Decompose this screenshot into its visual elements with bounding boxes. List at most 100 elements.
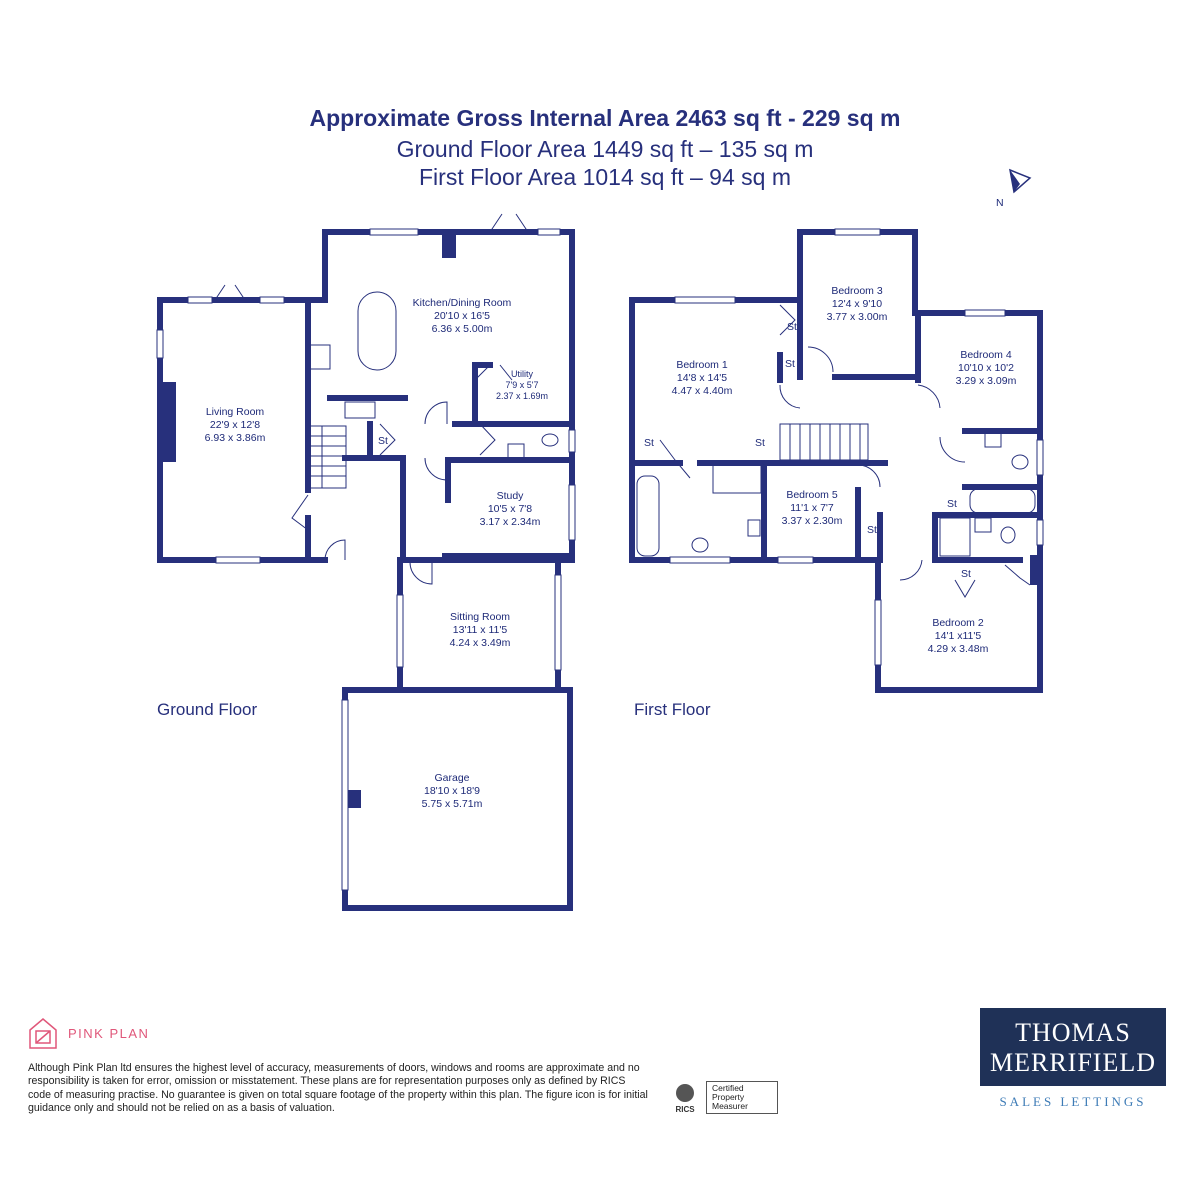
living-imperial: 22'9 x 12'8 [210,419,260,431]
rics-logo-icon: RICS [675,1084,695,1114]
agent-name-line1: THOMAS [1015,1018,1131,1047]
window-garage-left [341,699,349,891]
ensuite-basin [747,519,761,537]
living-metric: 6.93 x 3.86m [205,432,266,444]
utility-imperial: 7'9 x 5'7 [506,380,539,390]
ground-floor-area: Ground Floor Area 1449 sq ft – 135 sq m [396,136,814,162]
storage-ground-label: St [378,435,388,447]
storage-bed1b-label: St [755,437,765,449]
ground-floor-label: Ground Floor [157,700,258,719]
bed2-imperial: 14'1 x11'5 [935,630,982,642]
door-bed1 [779,384,801,409]
window-kitchen-top [369,228,419,236]
window-living-bottom [215,556,261,564]
ensuite-toilet [691,537,709,553]
door-bed4 [917,384,941,409]
ensuite2-shower [939,517,971,557]
window-bed2-left [874,599,882,666]
window-sitting-right [554,574,562,671]
bed5-imperial: 11'1 x 7'7 [790,502,834,514]
agent-services: SALES LETTINGS [999,1094,1147,1109]
french-doors-living [214,284,246,301]
pink-plan-name: PINK PLAN [68,1025,150,1041]
bed3-imperial: 12'4 x 9'10 [832,298,882,310]
door-bathroom [939,436,966,463]
rics-badge: RICS Certified Property Measurer [668,1080,778,1114]
window-bath-right [1036,439,1044,476]
kitchen-sink [344,401,376,419]
garage-name: Garage [434,772,469,784]
bed4-metric: 3.29 x 3.09m [956,375,1017,387]
door-front [291,494,346,561]
area-header: Approximate Gross Internal Area 2463 sq … [0,102,1200,191]
bed5-name: Bedroom 5 [786,489,838,501]
pink-plan-logo-icon [29,1018,57,1049]
bed1-imperial: 14'8 x 14'5 [677,372,727,384]
door-kitchen-hall [424,401,448,425]
wc-basin [507,443,525,459]
sitting-metric: 4.24 x 3.49m [450,637,511,649]
svg-text:RICS: RICS [675,1105,695,1114]
window-bed1-top [674,296,736,304]
living-name: Living Room [206,406,265,418]
kitchen-metric: 6.36 x 5.00m [432,323,493,335]
study-metric: 3.17 x 2.34m [480,516,541,528]
storage-bath-label: St [947,498,957,510]
window-ensuite-bottom [669,556,731,564]
window-wc-right [568,429,576,453]
bed3-metric: 3.77 x 3.00m [827,311,888,323]
chimney-bed2 [1030,555,1040,585]
storage-bed3-label: St [787,321,797,333]
ensuite2-toilet [1000,526,1016,544]
window-living-top-2 [259,296,285,304]
storage-bed1-label: St [644,437,654,449]
window-bed5-bottom [777,556,814,564]
window-study-right [568,484,576,541]
door-wc [479,423,496,456]
gross-area-title: Approximate Gross Internal Area 2463 sq … [309,105,901,131]
ensuite2-basin [974,517,992,533]
utility-name: Utility [511,369,533,379]
storage-bed5-label: St [867,524,877,536]
garage-metric: 5.75 x 5.71m [422,798,483,810]
window-living-left [156,329,164,359]
bed5-metric: 3.37 x 2.30m [782,515,843,527]
ensuite-shower [712,464,762,494]
window-kitchen-top-2 [537,228,561,236]
french-doors-kitchen [489,213,529,233]
stairs-first-treads [789,424,861,460]
sitting-imperial: 13'11 x 11'5 [453,624,508,636]
rics-certified-text: Certified Property Measurer [706,1080,778,1114]
chimney-garage [347,790,361,808]
bed4-imperial: 10'10 x 10'2 [958,362,1014,374]
agent-logo: THOMAS MERRIFIELD [980,1008,1166,1086]
stairs-ground-treads [310,426,346,488]
disclaimer-text: Although Pink Plan ltd ensures the highe… [28,1062,648,1115]
window-bed4-top [964,309,1006,317]
garage-imperial: 18'10 x 18'9 [424,785,480,797]
bed2-name: Bedroom 2 [932,617,984,629]
bed2-metric: 4.29 x 3.48m [928,643,989,655]
bathroom-toilet [1011,454,1029,470]
chimney-kitchen [442,234,456,258]
wall-garage [342,687,573,911]
utility-metric: 2.37 x 1.69m [496,391,548,401]
door-bed1-st [779,304,796,336]
door-store [379,423,396,456]
study-imperial: 10'5 x 7'8 [488,503,532,515]
door-study [424,457,448,481]
stairs-first [779,423,869,461]
bed3-name: Bedroom 3 [831,285,883,297]
door-bed2 [899,559,923,581]
kitchen-island [357,291,397,371]
window-ensuite2-right [1036,519,1044,546]
north-label: N [996,197,1004,209]
kitchen-hob [309,344,331,370]
door-bed2-st [954,579,976,598]
bed1-name: Bedroom 1 [676,359,728,371]
window-living-top [187,296,213,304]
stairs-ground [309,425,347,489]
first-floor-label: First Floor [634,700,711,719]
kitchen-name: Kitchen/Dining Room [413,297,512,309]
